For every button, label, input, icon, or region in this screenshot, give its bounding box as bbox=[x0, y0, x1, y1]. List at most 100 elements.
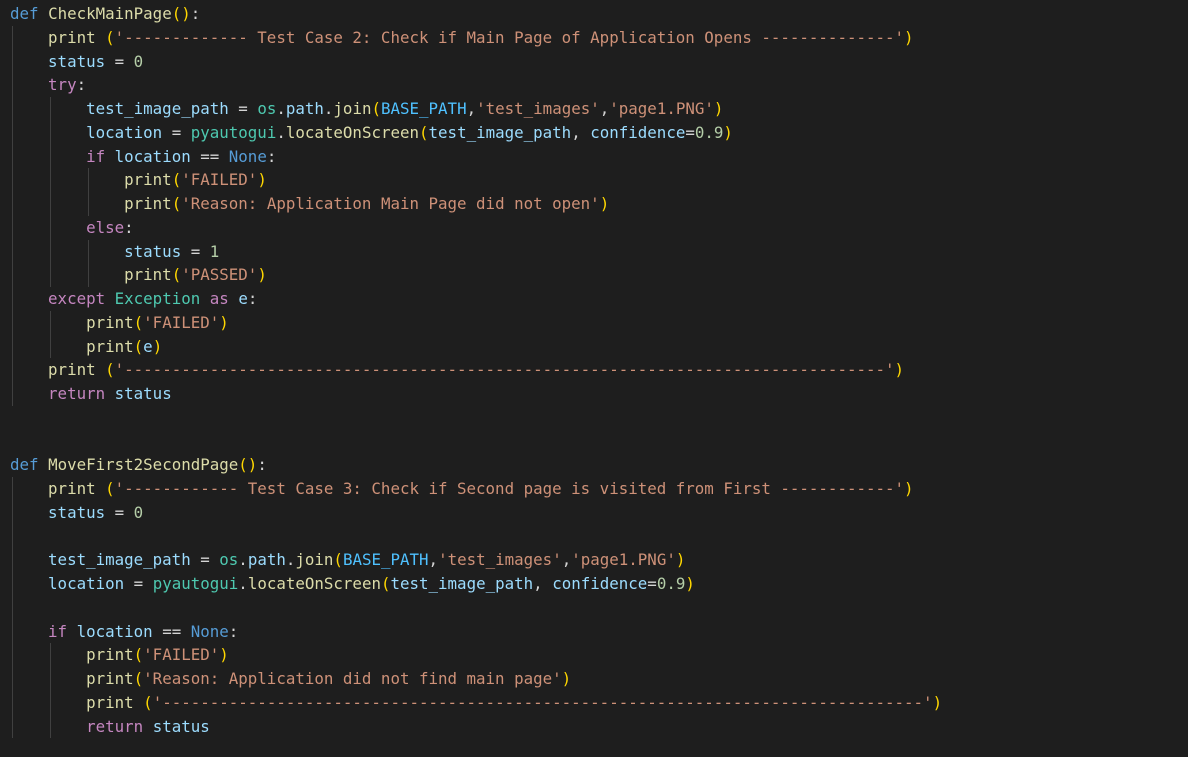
indent-guide bbox=[12, 477, 13, 739]
code-line[interactable]: else: bbox=[10, 216, 134, 240]
operator-token: : bbox=[190, 4, 201, 23]
operator-token bbox=[96, 28, 106, 47]
variable-token: location bbox=[86, 122, 163, 142]
variable-token: location bbox=[48, 574, 125, 593]
function-token: locateOnScreen bbox=[285, 122, 420, 142]
code-line[interactable]: print('FAILED') bbox=[10, 168, 267, 192]
function-token: print bbox=[86, 312, 134, 332]
operator-token: , bbox=[561, 550, 572, 570]
operator-token: : bbox=[257, 455, 267, 475]
string-token: 'PASSED' bbox=[181, 265, 258, 285]
operator-token bbox=[10, 265, 124, 284]
indent-guide bbox=[12, 25, 13, 406]
function-token: print bbox=[124, 170, 172, 190]
constant-token: BASE_PATH bbox=[342, 550, 429, 570]
operator-token bbox=[10, 75, 48, 94]
code-line[interactable]: status = 0 bbox=[10, 501, 143, 525]
bracket-token: ( bbox=[133, 645, 144, 665]
code-line[interactable]: print ('--------------------------------… bbox=[10, 691, 942, 715]
bracket-token: ( bbox=[133, 336, 144, 356]
keyword-token: def bbox=[10, 4, 39, 23]
code-line[interactable]: test_image_path = os.path.join(BASE_PATH… bbox=[10, 548, 685, 572]
variable-token: status bbox=[152, 716, 210, 736]
operator-token bbox=[10, 669, 86, 688]
function-token: print bbox=[86, 336, 134, 356]
class-token: os bbox=[257, 99, 277, 118]
variable-token: status bbox=[114, 384, 172, 403]
code-line[interactable]: return status bbox=[10, 715, 210, 739]
code-line[interactable]: print('FAILED') bbox=[10, 643, 229, 667]
variable-token: e bbox=[143, 336, 153, 356]
bracket-token: ( bbox=[371, 99, 381, 118]
code-line[interactable]: print ('------------- Test Case 2: Check… bbox=[10, 26, 913, 50]
bracket-token: ( bbox=[105, 360, 115, 380]
variable-token: test_image_path bbox=[390, 574, 534, 593]
code-line[interactable]: def CheckMainPage(): bbox=[10, 2, 200, 26]
code-line[interactable]: test_image_path = os.path.join(BASE_PATH… bbox=[10, 97, 723, 121]
operator-token bbox=[10, 289, 48, 308]
function-token: print bbox=[124, 194, 172, 213]
bracket-token: ) bbox=[152, 336, 163, 356]
code-line[interactable]: def MoveFirst2SecondPage(): bbox=[10, 453, 267, 477]
string-token: 'FAILED' bbox=[181, 170, 258, 190]
code-line[interactable]: try: bbox=[10, 73, 86, 97]
operator-token bbox=[10, 99, 86, 118]
code-line[interactable]: print('PASSED') bbox=[10, 263, 267, 287]
function-token: MoveFirst2SecondPage bbox=[48, 455, 239, 475]
code-line[interactable]: print('FAILED') bbox=[10, 311, 229, 335]
code-line[interactable]: location = pyautogui.locateOnScreen(test… bbox=[10, 572, 695, 596]
string-token: 'FAILED' bbox=[143, 312, 220, 332]
function-token: print bbox=[86, 692, 134, 712]
code-line[interactable]: print(e) bbox=[10, 335, 162, 359]
operator-token bbox=[10, 574, 48, 593]
operator-token bbox=[10, 313, 86, 332]
operator-token bbox=[10, 384, 48, 403]
operator-token bbox=[10, 123, 86, 142]
string-token: '------------ Test Case 3: Check if Seco… bbox=[114, 479, 905, 498]
operator-token bbox=[96, 479, 106, 498]
operator-token: = bbox=[685, 122, 695, 142]
code-line[interactable]: except Exception as e: bbox=[10, 287, 257, 311]
operator-token: = bbox=[105, 51, 134, 71]
bracket-token: ) bbox=[894, 360, 905, 380]
number-token: 0.9 bbox=[656, 574, 686, 593]
code-line[interactable]: print ('--------------------------------… bbox=[10, 358, 904, 382]
bracket-token: ) bbox=[257, 265, 267, 285]
variable-token: location bbox=[76, 621, 153, 641]
code-line[interactable]: print('Reason: Application did not find … bbox=[10, 667, 571, 691]
bracket-token: ( bbox=[238, 455, 248, 475]
bracket-token: ( bbox=[171, 194, 182, 213]
bracket-token: ) bbox=[723, 122, 733, 142]
operator-token bbox=[105, 289, 115, 308]
code-line[interactable]: if location == None: bbox=[10, 145, 276, 169]
bracket-token: ( bbox=[171, 4, 182, 23]
function-token: CheckMainPage bbox=[48, 4, 172, 23]
operator-token: : bbox=[124, 217, 134, 237]
operator-token bbox=[105, 384, 115, 403]
operator-token: . bbox=[285, 550, 296, 570]
operator-token: : bbox=[247, 289, 258, 308]
code-line[interactable]: location = pyautogui.locateOnScreen(test… bbox=[10, 121, 733, 145]
code-line[interactable]: return status bbox=[10, 382, 172, 406]
operator-token bbox=[39, 455, 49, 474]
operator-token: = bbox=[647, 574, 657, 593]
operator-token bbox=[10, 52, 48, 71]
variable-token: status bbox=[48, 51, 106, 71]
operator-token: : bbox=[76, 75, 87, 95]
indent-guide bbox=[50, 97, 52, 287]
code-line[interactable]: status = 1 bbox=[10, 240, 219, 264]
code-line[interactable]: print ('------------ Test Case 3: Check … bbox=[10, 477, 913, 501]
code-line[interactable]: status = 0 bbox=[10, 50, 143, 74]
bracket-token: ( bbox=[105, 479, 115, 498]
string-token: 'Reason: Application did not find main p… bbox=[143, 669, 562, 688]
code-line[interactable]: print('Reason: Application Main Page did… bbox=[10, 192, 609, 216]
code-line[interactable]: if location == None: bbox=[10, 620, 238, 644]
indent-guide bbox=[50, 310, 52, 359]
operator-token bbox=[67, 622, 77, 641]
operator-token: = bbox=[162, 122, 191, 142]
operator-token bbox=[134, 693, 144, 712]
operator-token: , bbox=[571, 122, 591, 142]
operator-token bbox=[10, 550, 48, 569]
operator-token bbox=[10, 147, 86, 166]
